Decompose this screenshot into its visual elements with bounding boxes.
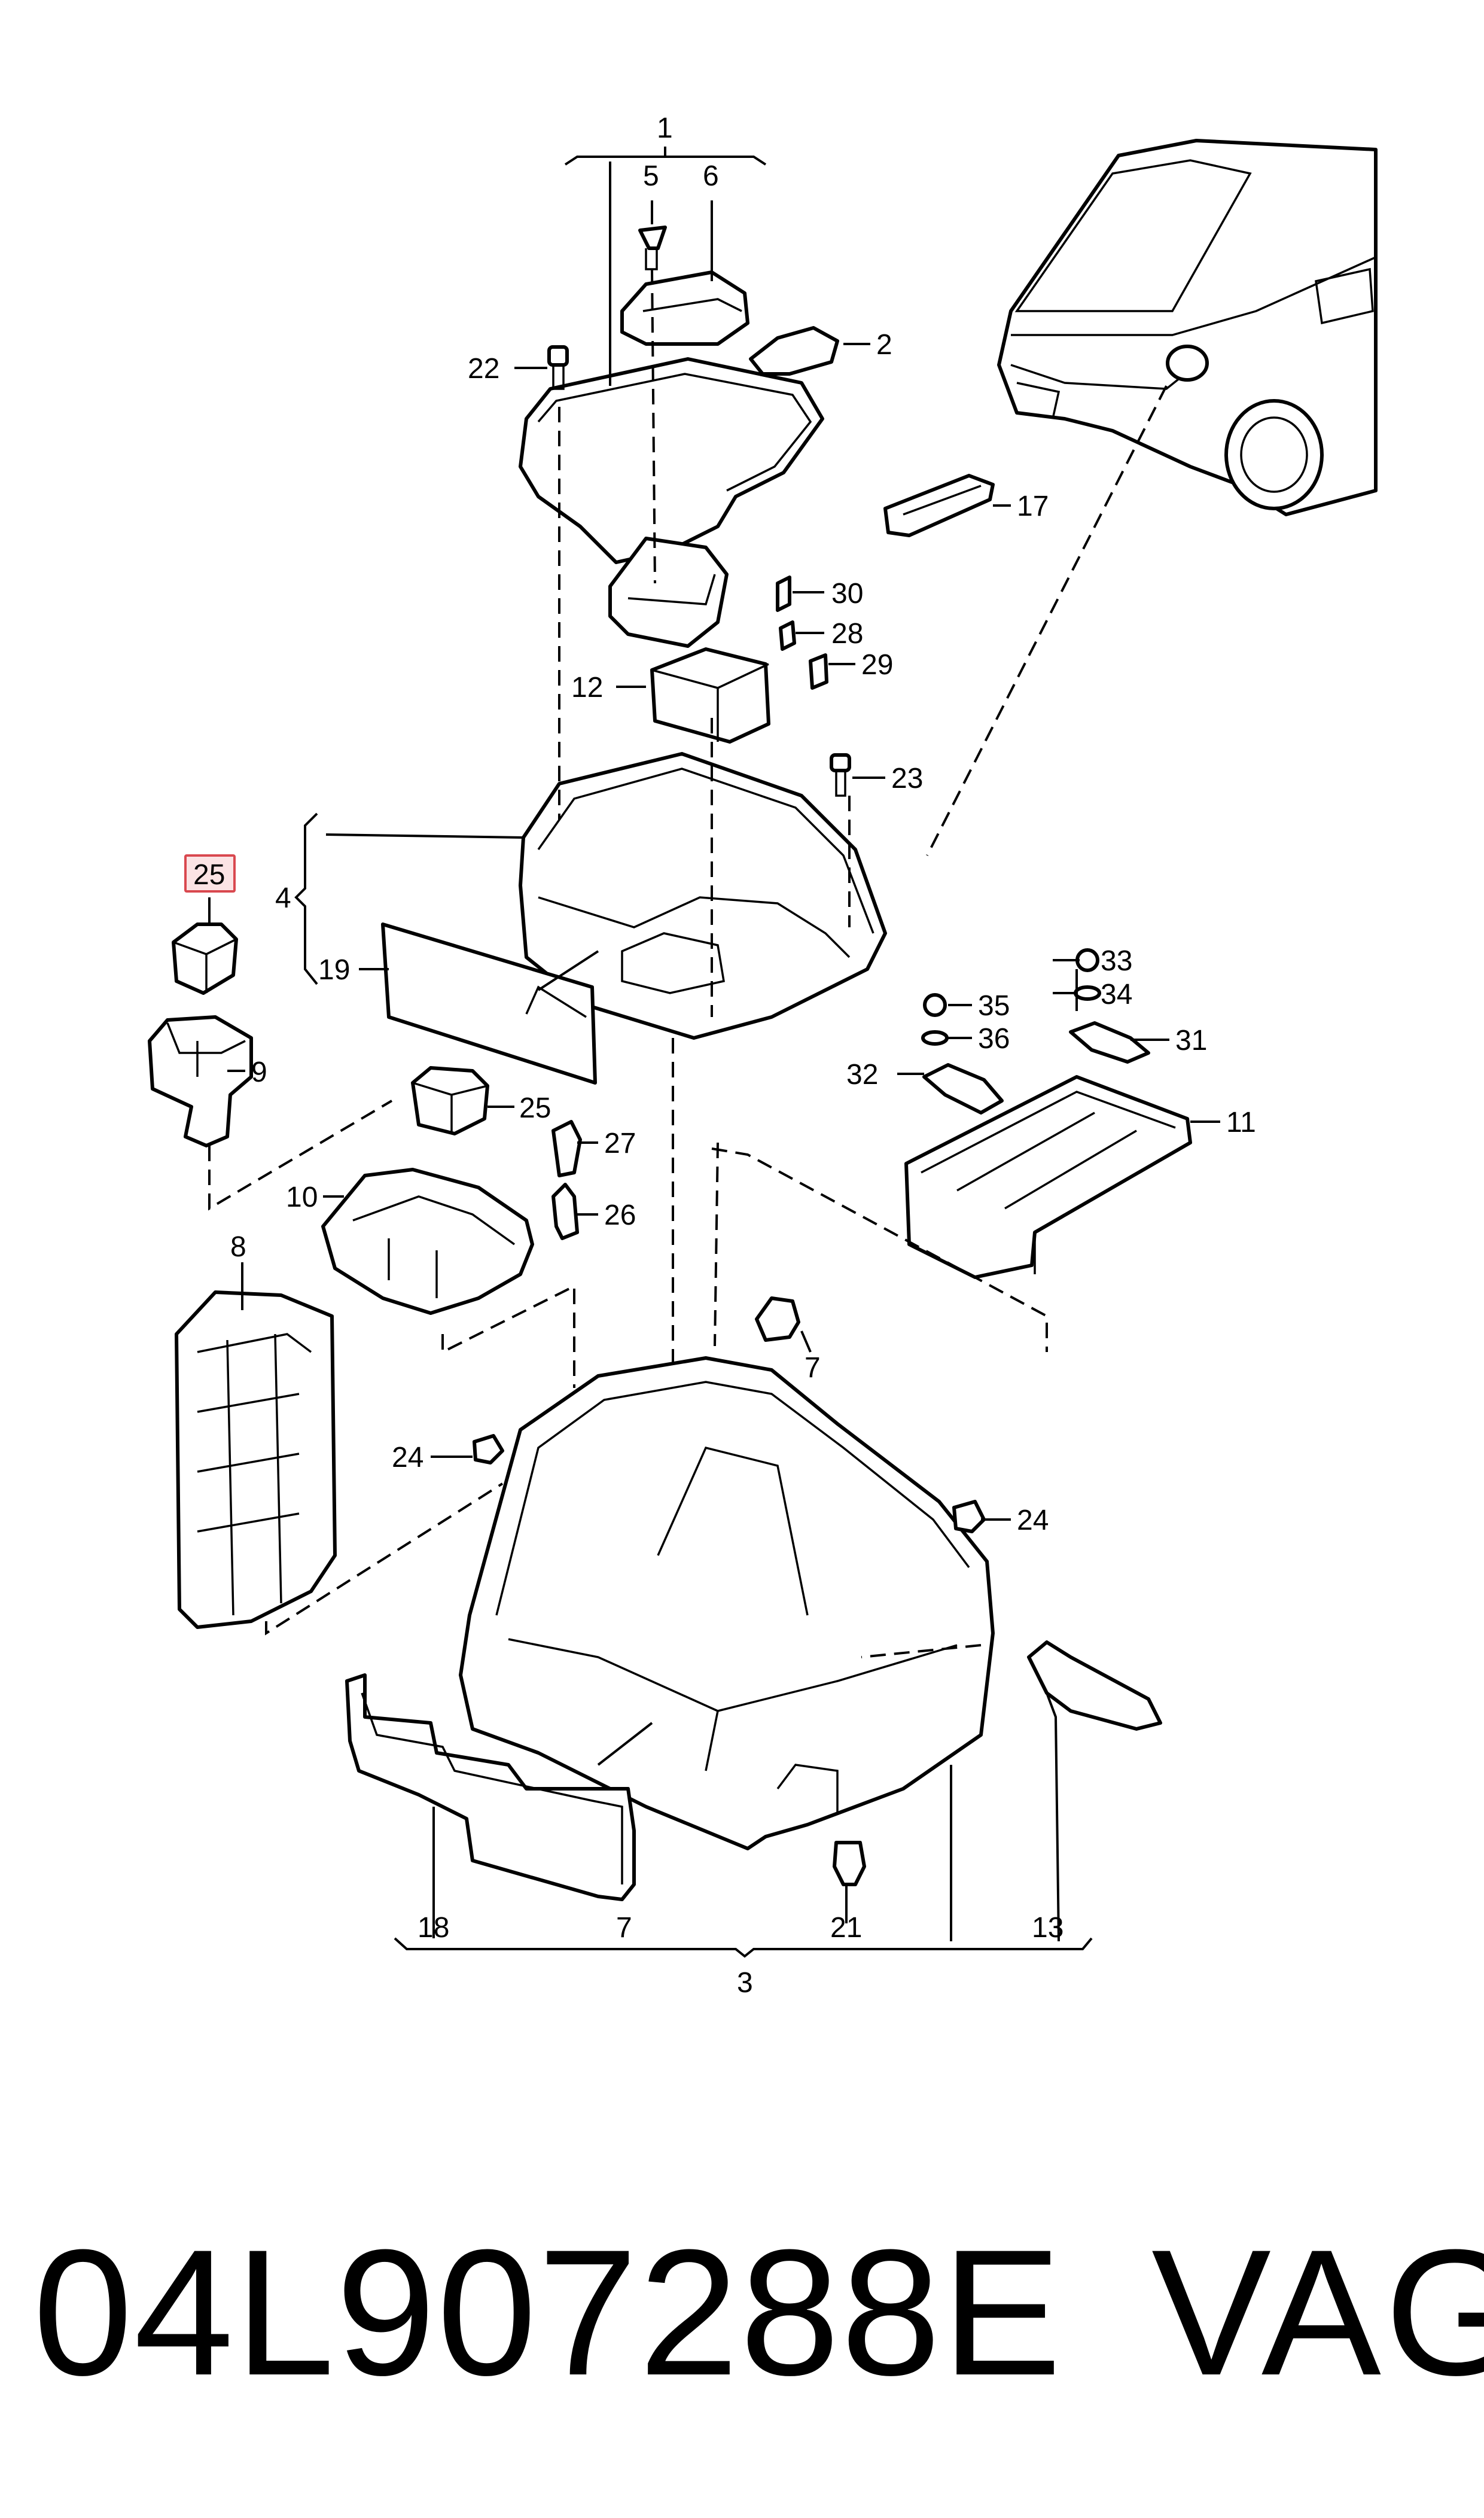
callout-3: 3 bbox=[737, 1967, 753, 1999]
nut-part-24-left bbox=[473, 1434, 504, 1464]
relay-panel-part-8 bbox=[175, 1290, 337, 1629]
callout-31: 31 bbox=[1175, 1025, 1207, 1056]
bolt-part-22 bbox=[547, 345, 569, 390]
relay-part-17 bbox=[883, 474, 995, 537]
callout-33: 33 bbox=[1101, 945, 1132, 977]
callout-26: 26 bbox=[604, 1199, 636, 1231]
callout-19: 19 bbox=[318, 954, 350, 986]
callout-4: 4 bbox=[275, 882, 291, 914]
cable-part-13 bbox=[1027, 1640, 1162, 1731]
callout-2: 2 bbox=[876, 329, 892, 361]
callout-25: 25 bbox=[519, 1092, 551, 1124]
part-number: 04L907288E bbox=[33, 2212, 1063, 2413]
part-number-caption: 04L907288E VAG bbox=[33, 2212, 1484, 2413]
lower-housing-part-3 bbox=[459, 1356, 995, 1850]
upper-cover-part-1 bbox=[519, 357, 824, 648]
nut-part-24-right bbox=[952, 1500, 986, 1533]
clip-part-21 bbox=[833, 1841, 866, 1886]
callout-9: 9 bbox=[251, 1056, 267, 1088]
callout-28: 28 bbox=[831, 618, 863, 650]
callout-30: 30 bbox=[831, 578, 863, 610]
relay-carrier-part-10 bbox=[321, 1168, 534, 1315]
leader-lines bbox=[208, 147, 1220, 1958]
callout-27: 27 bbox=[604, 1128, 636, 1159]
callout-5: 5 bbox=[643, 160, 659, 192]
callout-7: 7 bbox=[805, 1352, 821, 1384]
screw-part-5 bbox=[638, 226, 667, 270]
callout-11: 11 bbox=[1226, 1107, 1256, 1138]
washer-part-36 bbox=[921, 1030, 949, 1046]
callout-12: 12 bbox=[571, 672, 603, 704]
busbar-part-32 bbox=[922, 1063, 1004, 1115]
relay-socket-part-9 bbox=[148, 1015, 253, 1147]
callout-29: 29 bbox=[861, 649, 893, 681]
relay-part-25-highlighted bbox=[172, 922, 238, 995]
callout-24-right: 24 bbox=[1017, 1505, 1049, 1536]
highlighted-callout-frame bbox=[184, 854, 236, 893]
label-part-19 bbox=[381, 922, 597, 1085]
bracket-part-6 bbox=[620, 270, 749, 346]
fuse-part-28 bbox=[779, 620, 796, 651]
callout-35: 35 bbox=[978, 990, 1010, 1022]
nut-part-33 bbox=[1075, 948, 1099, 972]
callout-22: 22 bbox=[468, 353, 499, 385]
assembly-lines bbox=[208, 269, 1168, 1658]
fuse-holder-part-12 bbox=[650, 647, 770, 744]
callout-36: 36 bbox=[978, 1023, 1010, 1055]
callout-10: 10 bbox=[286, 1182, 318, 1213]
washer-part-34 bbox=[1074, 985, 1101, 1001]
callout-23: 23 bbox=[891, 763, 923, 794]
bolt-part-23 bbox=[830, 753, 851, 797]
callout-25-highlighted: 25 bbox=[193, 859, 225, 891]
fuse-part-29 bbox=[809, 653, 828, 690]
fuse-bracket-part-11 bbox=[904, 1075, 1192, 1279]
callout-34: 34 bbox=[1101, 979, 1132, 1010]
fuse-part-30 bbox=[776, 576, 791, 612]
fuse-part-27 bbox=[551, 1120, 582, 1177]
vehicle-outline bbox=[997, 139, 1378, 516]
callout-1: 1 bbox=[657, 112, 673, 144]
relay-part-25-secondary bbox=[411, 1066, 489, 1135]
brand-name: VAG bbox=[1151, 2212, 1484, 2413]
callout-13: 13 bbox=[1032, 1912, 1064, 1944]
callout-21: 21 bbox=[830, 1912, 862, 1944]
callout-labels: 1 5 6 2 22 17 30 28 29 12 23 25 4 19 9 2… bbox=[193, 112, 1256, 1999]
grommet-part-7 bbox=[755, 1296, 800, 1342]
callout-17: 17 bbox=[1017, 491, 1049, 522]
callout-6: 6 bbox=[703, 160, 719, 192]
callout-24-left: 24 bbox=[392, 1442, 423, 1473]
nut-part-35 bbox=[923, 993, 947, 1017]
clip-part-2 bbox=[749, 326, 839, 376]
callout-8: 8 bbox=[230, 1231, 246, 1263]
fuse-part-26 bbox=[551, 1183, 579, 1240]
callout-32: 32 bbox=[846, 1059, 878, 1091]
callout-18: 18 bbox=[418, 1912, 449, 1944]
busbar-part-31 bbox=[1069, 1021, 1150, 1064]
callout-7-bottom: 7 bbox=[616, 1912, 632, 1944]
seal-part-18 bbox=[345, 1673, 636, 1901]
